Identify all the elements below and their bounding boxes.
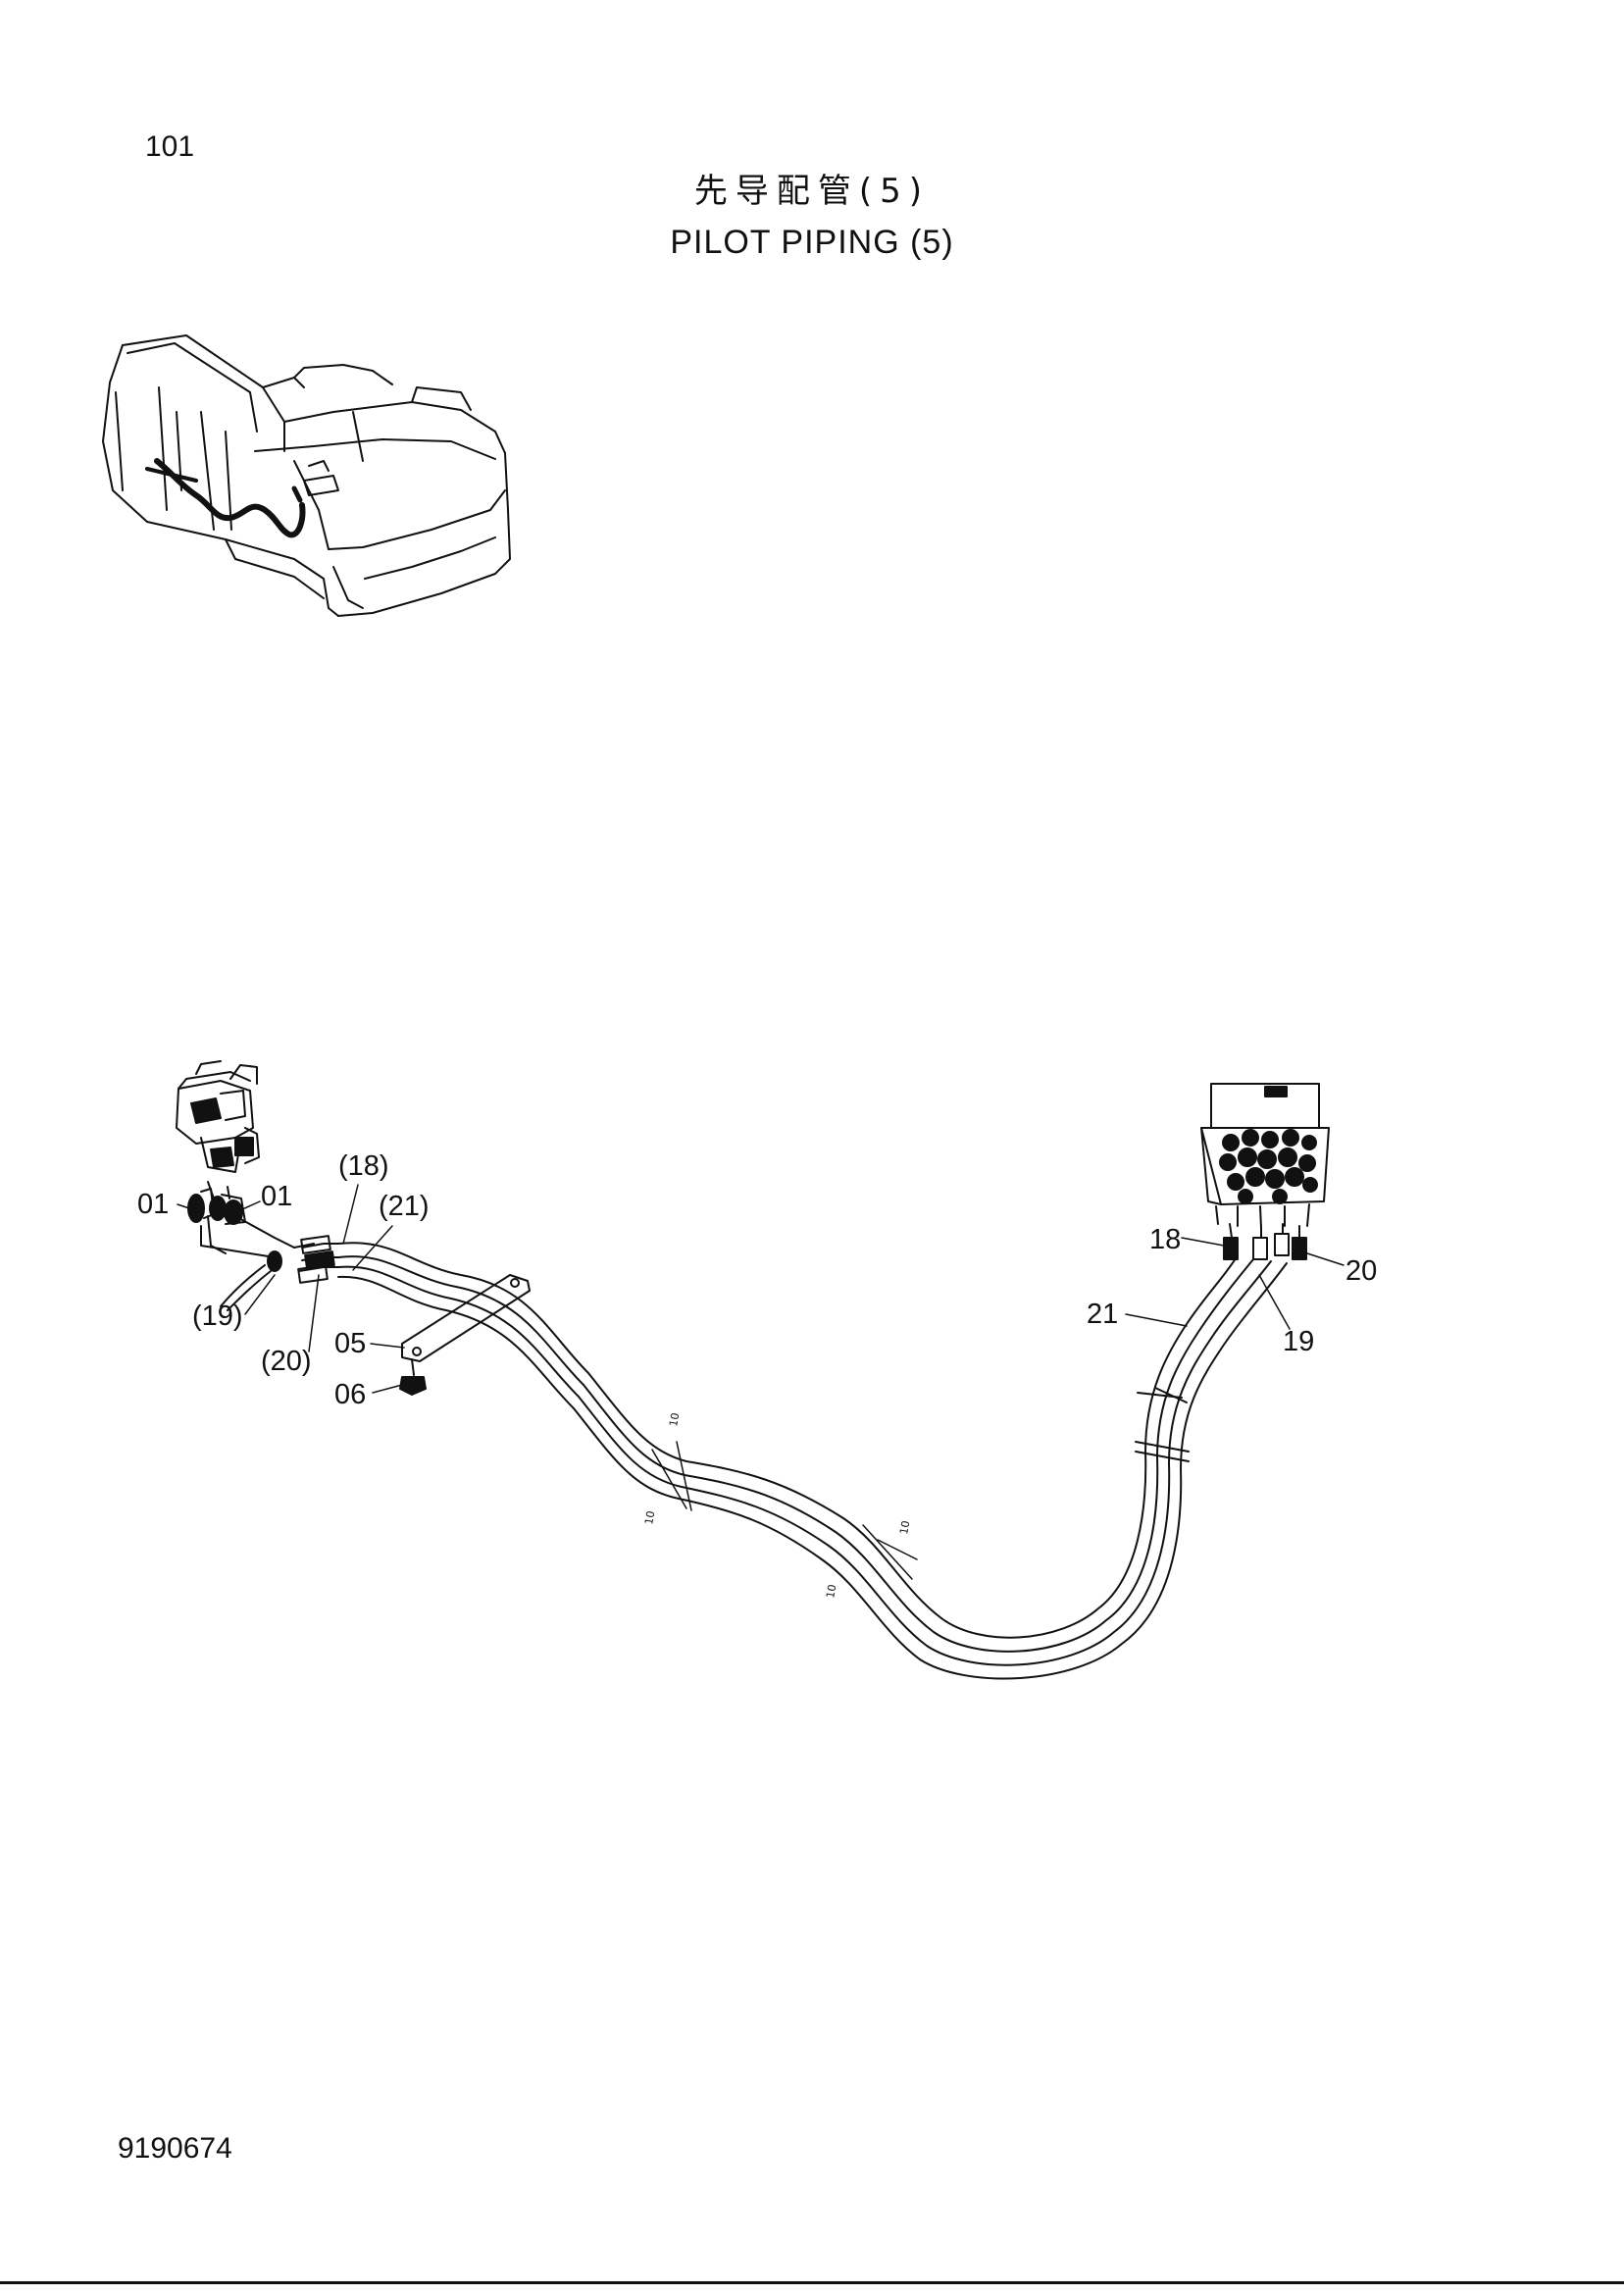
callout-20: 20 [1345, 1255, 1378, 1287]
document-number: 9190674 [118, 2132, 232, 2165]
callout-19: 19 [1283, 1326, 1315, 1357]
control-valve-right [1200, 1083, 1330, 1260]
page-title-chinese: 先导配管(5) [693, 172, 931, 211]
bottom-rule [0, 2281, 1624, 2284]
clamp-mark: 10 [667, 1411, 682, 1427]
clamp-mark: 10 [824, 1583, 838, 1599]
excavator-body-outline [102, 334, 511, 617]
bolt-06 [399, 1358, 427, 1396]
callout-05: 05 [334, 1328, 367, 1359]
page-title-english: PILOT PIPING (5) [670, 224, 954, 261]
clamp-mark: 10 [897, 1519, 912, 1535]
hose-route-marker [154, 458, 306, 538]
clamp-mark: 10 [642, 1509, 657, 1525]
callout-01-right: 01 [261, 1181, 293, 1212]
callout-21-ref: (21) [379, 1191, 430, 1222]
leader-lines [177, 1184, 1345, 1394]
callout-21: 21 [1087, 1299, 1119, 1330]
callout-19-ref: (19) [192, 1300, 243, 1332]
callout-18-ref: (18) [338, 1150, 389, 1182]
pilot-valve-left [176, 1060, 260, 1173]
hose-bundle [200, 1215, 1288, 1680]
callout-06: 06 [334, 1379, 367, 1410]
fitting-01-left [187, 1188, 227, 1254]
callout-01-left: 01 [137, 1189, 170, 1220]
callout-20-ref: (20) [261, 1346, 312, 1377]
page-number: 101 [145, 130, 195, 163]
callout-18: 18 [1149, 1224, 1182, 1255]
bracket-05 [401, 1274, 531, 1362]
